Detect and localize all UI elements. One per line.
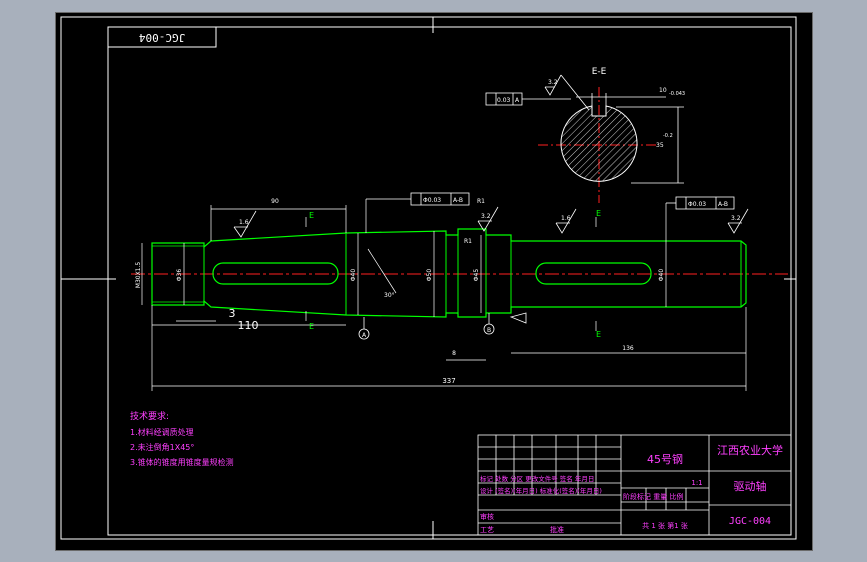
- keyway-right: [535, 262, 652, 285]
- title-sheet: 共 1 张 第1 张: [642, 521, 688, 530]
- tech-req-item-1: 1.材料经调质处理: [130, 427, 194, 437]
- section-roughness-leader: [560, 74, 590, 111]
- sheet-outer-frame: [60, 16, 797, 540]
- section-mark-e1: E: [309, 211, 314, 220]
- dim-dia-mid3: Φ45: [473, 269, 480, 282]
- title-row-3: 审核: [480, 512, 494, 521]
- section-label: E-E: [592, 67, 607, 77]
- tc1-frame: [410, 192, 470, 206]
- section-hatch: [560, 105, 638, 182]
- tech-req-item-3: 3.锥体的锥度用锥度量规检测: [130, 457, 234, 467]
- code-box-text: JGC-004: [138, 31, 185, 44]
- tc1-datum: A-B: [453, 197, 463, 204]
- dim-angle: 30°: [384, 292, 395, 299]
- title-row-2: 设计 (签名)(年月日) 标准化(签名)(年月日): [480, 486, 602, 495]
- roughness-b: 3.2: [481, 213, 491, 220]
- section-roughness-symbol: [544, 74, 562, 96]
- runout-value: 0.03: [497, 97, 511, 104]
- dim-dia-mid2: Φ50: [426, 269, 433, 282]
- dim-gap-8: 8: [452, 350, 456, 357]
- dim-angle-arc: [367, 248, 397, 294]
- title-scale: 1:1: [691, 479, 702, 487]
- dim-r1: R1: [464, 238, 472, 245]
- tech-req-title: 技术要求:: [130, 410, 169, 422]
- roughness-c: 1.6: [561, 215, 571, 222]
- title-code: JGC-004: [729, 516, 771, 527]
- dim-90: 90: [271, 198, 279, 205]
- section-mark-e2: E: [309, 322, 314, 331]
- roughness-symbol-a: [233, 210, 257, 238]
- title-school: 江西农业大学: [717, 443, 783, 457]
- keyway-left: [212, 262, 339, 285]
- dim-left: 110: [238, 319, 259, 332]
- section-mark-e3: E: [596, 209, 601, 218]
- title-material: 45号钢: [647, 453, 683, 466]
- depth-tol: -0.2: [663, 133, 673, 139]
- section-mark-e4: E: [596, 330, 601, 339]
- title-row-4: 工艺: [480, 526, 494, 534]
- roughness-symbol-e: [509, 312, 527, 324]
- title-stage: 阶段标记 重量 比例: [623, 492, 683, 501]
- tc2-value: Φ0.03: [688, 201, 706, 208]
- dim-r2: R1: [477, 198, 485, 205]
- roughness-d: 3.2: [731, 215, 741, 222]
- roughness-symbol-c: [555, 208, 577, 234]
- section-roughness-value: 3.2: [548, 79, 558, 86]
- dim-dia-left: Φ36: [176, 269, 183, 282]
- datum-a-label: A: [362, 332, 367, 339]
- cad-viewport[interactable]: JGC-004 E-E 10 -0.043 35 -0.2 3.2 0.03 A: [55, 12, 813, 551]
- title-row-5: 批准: [550, 525, 564, 534]
- keyway-tol: -0.043: [669, 91, 685, 97]
- dim-step-3: 3: [229, 307, 236, 320]
- datum-b-label: B: [487, 327, 491, 334]
- tc2-datum: A-B: [718, 201, 728, 208]
- sheet-inner-frame: [107, 26, 792, 536]
- shaft-outline: [151, 228, 747, 318]
- code-box: [107, 26, 217, 48]
- roughness-a: 1.6: [239, 219, 249, 226]
- roughness-symbol-b: [477, 206, 499, 232]
- dim-dia-mid1: Φ40: [350, 269, 357, 282]
- dim-total: 337: [442, 377, 455, 385]
- keyway-width: 10: [659, 87, 667, 94]
- depth-value: 35: [656, 142, 664, 149]
- title-part-name: 驱动轴: [734, 479, 767, 493]
- dim-right: 136: [622, 345, 634, 352]
- runout-datum: A: [515, 97, 520, 104]
- dim-dia-right: Φ40: [658, 269, 665, 282]
- title-row-1: 标记 处数 分区 更改文件号 签名 年月日: [480, 474, 594, 483]
- tc1-value: Φ0.03: [423, 197, 441, 204]
- title-block-grid: [477, 434, 792, 536]
- roughness-symbol-d: [727, 208, 749, 234]
- tech-req-item-2: 2.未注倒角1X45°: [130, 442, 194, 452]
- dim-thread: M30X1.5: [135, 262, 142, 289]
- engineering-drawing: JGC-004 E-E 10 -0.043 35 -0.2 3.2 0.03 A: [60, 16, 797, 540]
